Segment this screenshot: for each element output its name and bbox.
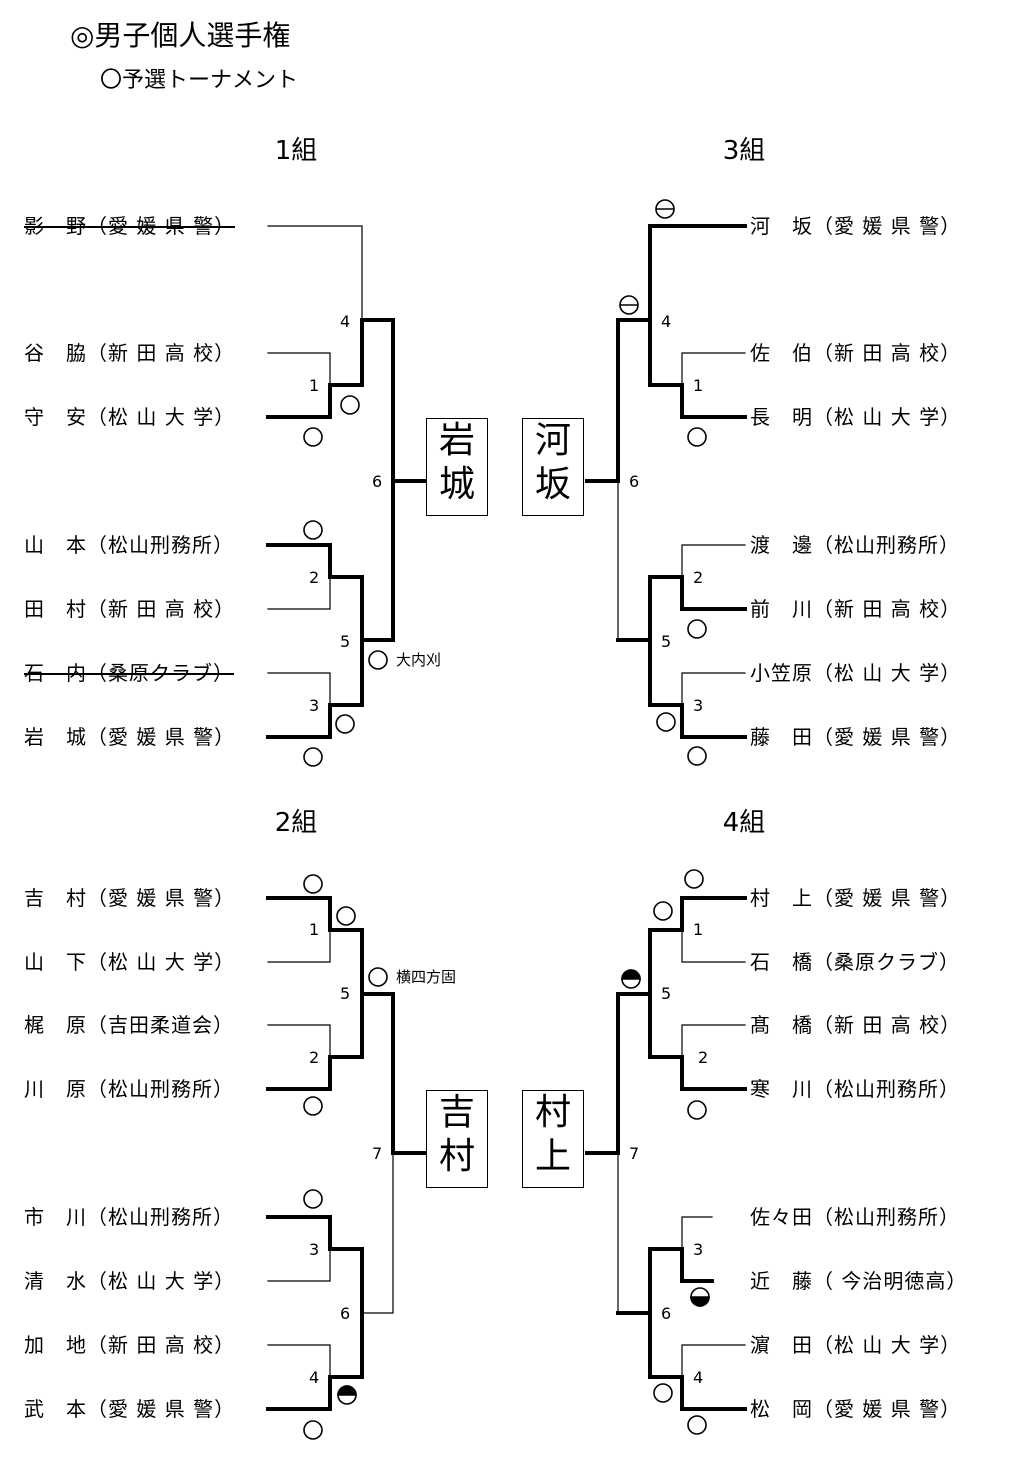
player-row: 梶 原（吉田柔道会）	[24, 1013, 234, 1037]
group-title-3: 3組	[722, 136, 766, 166]
player-row: 髙 橋（新 田 高 校）	[750, 1013, 962, 1037]
match-number: 6	[372, 472, 383, 491]
player-row: 藤 田（愛 媛 県 警）	[750, 725, 962, 749]
match-number: 4	[661, 312, 672, 331]
match-number: 3	[309, 1240, 320, 1259]
match-number: 2	[698, 1048, 709, 1067]
match-number: 1	[309, 376, 320, 395]
match-number: 5	[340, 984, 351, 1003]
player-row: 山 本（松山刑務所）	[24, 533, 234, 557]
player-row: 寒 川（松山刑務所）	[750, 1077, 960, 1101]
player-row: 村 上（愛 媛 県 警）	[750, 886, 962, 910]
player-row: 前 川（新 田 高 校）	[750, 597, 962, 621]
player-row: 山 下（松 山 大 学）	[24, 950, 236, 974]
player-row: 武 本（愛 媛 県 警）	[24, 1397, 236, 1421]
player-row: 近 藤（ 今治明徳高）	[750, 1269, 968, 1293]
player-row: 石 橋（桑原クラブ）	[750, 950, 960, 974]
player-row: 市 川（松山刑務所）	[24, 1205, 234, 1229]
match-number: 5	[340, 632, 351, 651]
page-subtitle: 〇予選トーナメント	[100, 68, 299, 93]
match-number: 6	[661, 1304, 672, 1323]
group-winner-box: 河坂	[522, 418, 584, 516]
player-row: 松 岡（愛 媛 県 警）	[750, 1397, 962, 1421]
player-row: 小笠原（松 山 大 学）	[750, 661, 962, 685]
match-number: 4	[693, 1368, 704, 1387]
match-number: 6	[629, 472, 640, 491]
match-number: 2	[309, 1048, 320, 1067]
group-title-1: 1組	[274, 136, 318, 166]
match-number: 4	[340, 312, 351, 331]
match-number: 4	[309, 1368, 320, 1387]
match-number: 3	[309, 696, 320, 715]
player-row: 川 原（松山刑務所）	[24, 1077, 234, 1101]
group-title-4: 4組	[722, 808, 766, 838]
match-number: 7	[372, 1144, 383, 1163]
player-row: 渡 邊（松山刑務所）	[750, 533, 960, 557]
player-row: 長 明（松 山 大 学）	[750, 405, 962, 429]
player-row: 濵 田（松 山 大 学）	[750, 1333, 962, 1357]
player-row: 岩 城（愛 媛 県 警）	[24, 725, 236, 749]
player-row: 清 水（松 山 大 学）	[24, 1269, 236, 1293]
player-row: 佐々田（松山刑務所）	[750, 1205, 960, 1229]
group-title-2: 2組	[274, 808, 318, 838]
match-number: 2	[693, 568, 704, 587]
player-row: 吉 村（愛 媛 県 警）	[24, 886, 236, 910]
player-row: 石 内（桑原クラブ）	[24, 661, 234, 685]
technique-label: 大内刈	[396, 651, 442, 669]
group-winner-box: 吉村	[426, 1090, 488, 1188]
match-number: 2	[309, 568, 320, 587]
player-row: 河 坂（愛 媛 県 警）	[750, 214, 962, 238]
match-number: 3	[693, 696, 704, 715]
match-number: 3	[693, 1240, 704, 1259]
group-winner-box: 村上	[522, 1090, 584, 1188]
player-row: 谷 脇（新 田 高 校）	[24, 341, 236, 365]
match-number: 1	[693, 376, 704, 395]
page-title: ◎男子個人選手権	[70, 19, 291, 52]
match-number: 6	[340, 1304, 351, 1323]
match-number: 1	[693, 920, 704, 939]
player-row: 田 村（新 田 高 校）	[24, 597, 236, 621]
player-row: 守 安（松 山 大 学）	[24, 405, 236, 429]
player-row: 影 野（愛 媛 県 警）	[24, 214, 236, 238]
group-winner-box: 岩城	[426, 418, 488, 516]
player-row: 佐 伯（新 田 高 校）	[750, 341, 962, 365]
match-number: 5	[661, 984, 672, 1003]
technique-label: 横四方固	[396, 968, 457, 986]
match-number: 7	[629, 1144, 640, 1163]
match-number: 5	[661, 632, 672, 651]
match-number: 1	[309, 920, 320, 939]
player-row: 加 地（新 田 高 校）	[24, 1333, 236, 1357]
